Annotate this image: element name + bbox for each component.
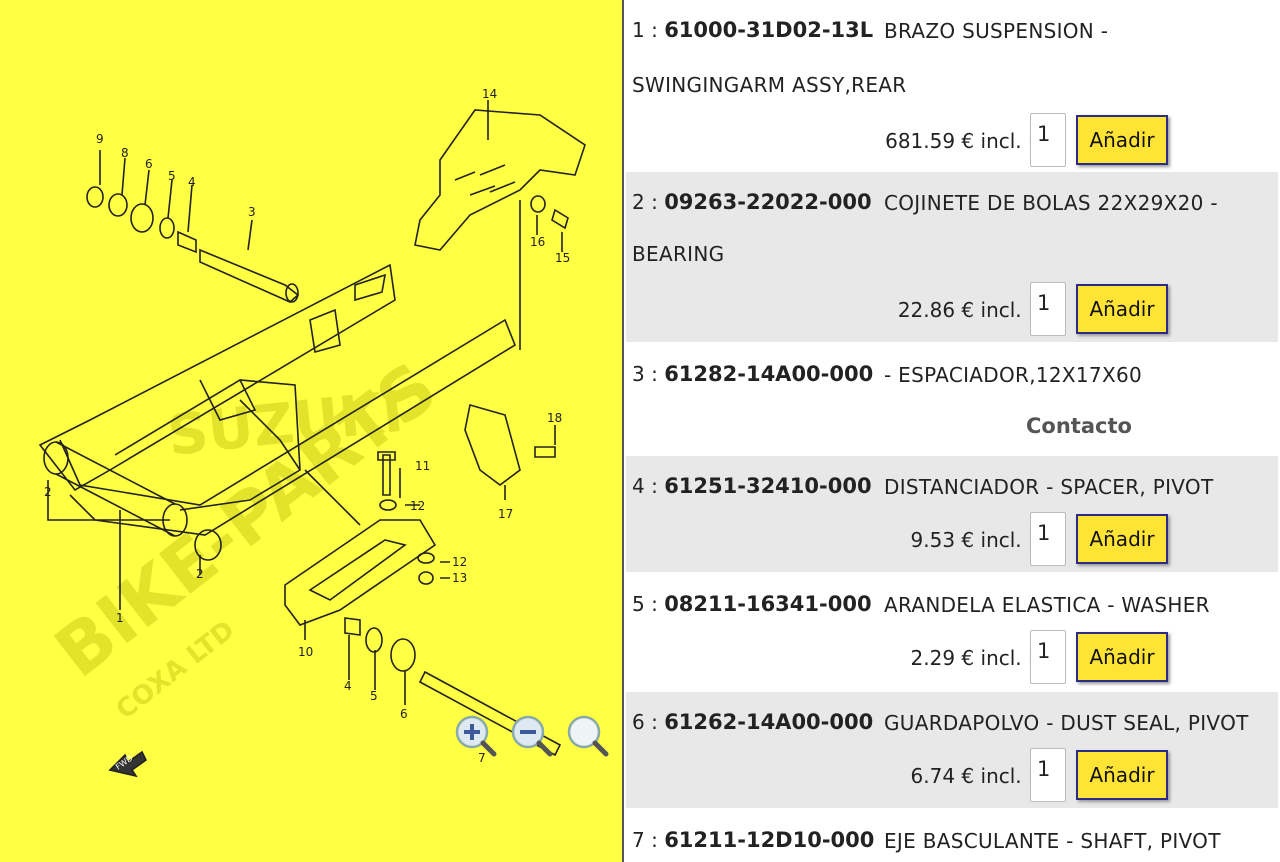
- quantity-input[interactable]: 1: [1030, 113, 1066, 167]
- add-to-cart-button[interactable]: Añadir: [1076, 115, 1168, 165]
- part-number: 61262-14A00-000: [664, 710, 874, 734]
- add-to-cart-button[interactable]: Añadir: [1076, 632, 1168, 682]
- quantity-input[interactable]: 1: [1030, 630, 1066, 684]
- contact-link[interactable]: Contacto: [1026, 414, 1132, 438]
- callout-4b: 4: [344, 679, 352, 693]
- quantity-input[interactable]: 1: [1030, 282, 1066, 336]
- quantity-input[interactable]: 1: [1030, 748, 1066, 802]
- callout-5: 5: [168, 169, 176, 183]
- part-description-cont: SWINGINGARM ASSY,REAR: [632, 73, 907, 97]
- callout-8: 8: [121, 146, 129, 160]
- callout-5b: 5: [370, 689, 378, 703]
- part-row: 6 : 61262-14A00-000 GUARDAPOLVO - DUST S…: [626, 692, 1278, 808]
- callout-6b: 6: [400, 707, 408, 721]
- part-index: 4 :: [632, 474, 658, 498]
- part-description: - ESPACIADOR,12X17X60: [884, 363, 1143, 387]
- callout-3: 3: [248, 205, 256, 219]
- quantity-input[interactable]: 1: [1030, 512, 1066, 566]
- part-description-cont: BEARING: [632, 242, 725, 266]
- swingarm-drawing: SUZUKI BIKE-PARTS COXA LTD: [38, 87, 586, 778]
- parts-list: 1 : 61000-31D02-13L BRAZO SUSPENSION - S…: [626, 0, 1280, 862]
- part-index: 7 :: [632, 828, 658, 852]
- part-number: 09263-22022-000: [664, 190, 872, 214]
- add-to-cart-button[interactable]: Añadir: [1076, 514, 1168, 564]
- part-number: 61211-12D10-000: [664, 828, 875, 852]
- chain-cover: [414, 109, 586, 251]
- callout-2a: 2: [44, 485, 52, 499]
- callout-15: 15: [555, 251, 570, 265]
- callout-6: 6: [145, 157, 153, 171]
- part-row: 3 : 61282-14A00-000 - ESPACIADOR,12X17X6…: [626, 344, 1278, 454]
- parts-diagram[interactable]: SUZUKI BIKE-PARTS COXA LTD: [0, 0, 624, 862]
- zoom-in-button[interactable]: [452, 712, 498, 758]
- callout-11: 11: [415, 459, 430, 473]
- add-to-cart-button[interactable]: Añadir: [1076, 750, 1168, 800]
- part-number: 61000-31D02-13L: [664, 18, 874, 42]
- part-description: GUARDAPOLVO - DUST SEAL, PIVOT: [884, 711, 1249, 735]
- zoom-out-button[interactable]: [508, 712, 554, 758]
- part-description: ARANDELA ELASTICA - WASHER: [884, 593, 1210, 617]
- add-to-cart-button[interactable]: Añadir: [1076, 284, 1168, 334]
- part-description: COJINETE DE BOLAS 22X29X20 -: [884, 191, 1218, 215]
- part-number: 61251-32410-000: [664, 474, 872, 498]
- part-description: BRAZO SUSPENSION -: [884, 19, 1109, 43]
- callout-2b: 2: [196, 567, 204, 581]
- part-row: 4 : 61251-32410-000 DISTANCIADOR - SPACE…: [626, 456, 1278, 572]
- callout-13: 13: [452, 571, 467, 585]
- part-row: 5 : 08211-16341-000 ARANDELA ELASTICA - …: [626, 574, 1278, 690]
- part-index: 6 :: [632, 710, 658, 734]
- part-index: 1 :: [632, 18, 658, 42]
- part-description: DISTANCIADOR - SPACER, PIVOT: [884, 475, 1214, 499]
- callout-1: 1: [116, 611, 124, 625]
- zoom-in-icon: [455, 715, 497, 757]
- part-index: 2 :: [632, 190, 658, 214]
- part-number: 08211-16341-000: [664, 592, 872, 616]
- zoom-out-icon: [511, 715, 553, 757]
- part-row: 7 : 61211-12D10-000 EJE BASCULANTE - SHA…: [626, 810, 1278, 862]
- callout-10: 10: [298, 645, 313, 659]
- zoom-reset-icon: [567, 715, 609, 757]
- part-index: 3 :: [632, 362, 658, 386]
- part-row: 2 : 09263-22022-000 COJINETE DE BOLAS 22…: [626, 172, 1278, 342]
- zoom-reset-button[interactable]: [564, 712, 610, 758]
- callout-16: 16: [530, 235, 545, 249]
- callout-4: 4: [188, 175, 196, 189]
- callout-18: 18: [547, 411, 562, 425]
- part-description: EJE BASCULANTE - SHAFT, PIVOT: [884, 829, 1221, 853]
- callout-12b: 12: [452, 555, 467, 569]
- callout-14: 14: [482, 87, 497, 101]
- callout-7: 7: [478, 751, 486, 765]
- part-row: 1 : 61000-31D02-13L BRAZO SUSPENSION - S…: [626, 0, 1278, 170]
- part-number: 61282-14A00-000: [664, 362, 874, 386]
- callout-17: 17: [498, 507, 513, 521]
- callout-9: 9: [96, 132, 104, 146]
- callout-12a: 12: [410, 499, 425, 513]
- part-index: 5 :: [632, 592, 658, 616]
